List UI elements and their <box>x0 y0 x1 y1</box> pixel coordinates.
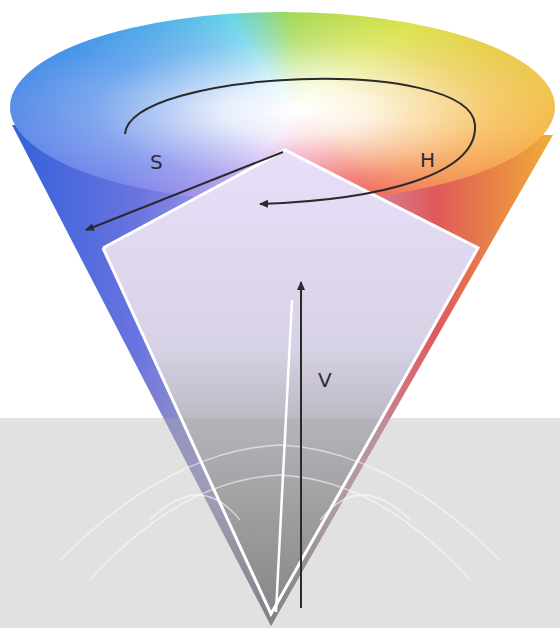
axis-label: S <box>150 152 163 172</box>
h-arrow <box>125 79 475 204</box>
cut-edge <box>276 300 292 612</box>
cut-outline <box>103 150 478 614</box>
axis-label: V <box>318 370 332 390</box>
s-arrow <box>86 152 283 230</box>
v-arrow <box>300 282 302 608</box>
axis-label: H <box>420 150 435 170</box>
